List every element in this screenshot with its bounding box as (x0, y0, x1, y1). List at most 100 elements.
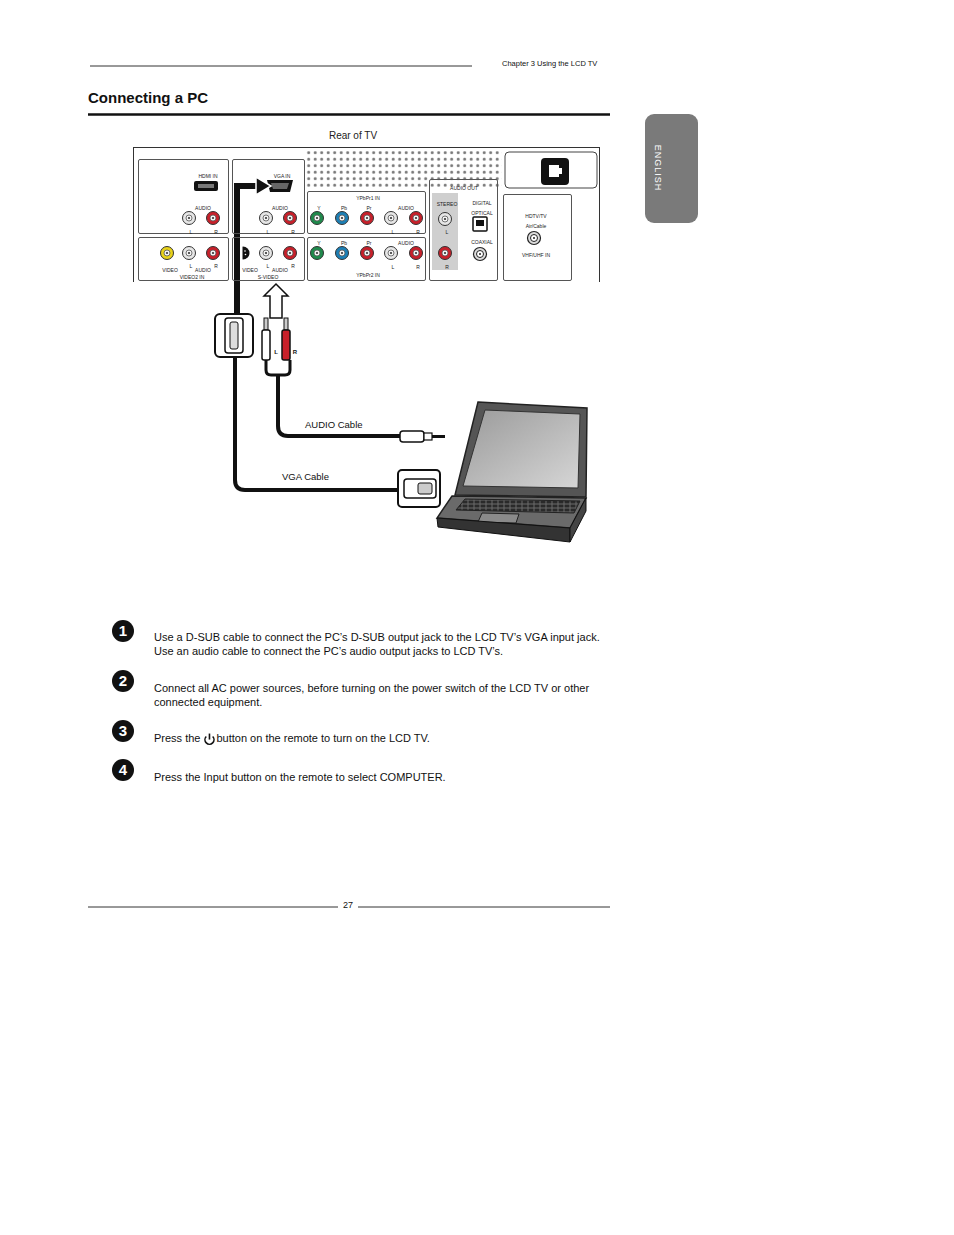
port-label: AUDIO (195, 268, 211, 273)
rca-jack (410, 212, 423, 225)
jack-panel: VIDEO AUDIOL R VIDEO2 IN (138, 237, 229, 281)
port-label: R (445, 265, 449, 270)
rca-jack (336, 212, 349, 225)
step-marker (112, 620, 134, 642)
rca-jack (439, 247, 452, 260)
step-number: 3 (119, 723, 127, 740)
rca-jack (410, 247, 423, 260)
step-text: Press the Input button on the remote to … (154, 770, 609, 784)
port-label: L (190, 264, 193, 269)
port-label: VIDEO (242, 268, 258, 273)
port-label: HDMI IN (198, 174, 217, 179)
step-text: Use a D-SUB cable to connect the PC’s D-… (154, 630, 609, 658)
port-label: Pb (341, 206, 347, 211)
port-label: Y (317, 206, 320, 211)
jack-panel: HDTV/TVAir/CableVHF/UHF IN (503, 194, 572, 281)
rca-jack (260, 247, 273, 260)
plug-tip-right (284, 318, 288, 330)
rca-jack (361, 212, 374, 225)
port-label: OPTICAL (471, 211, 492, 216)
vga-plug-pc-shell (404, 479, 436, 498)
port-label: Pr (367, 206, 372, 211)
footer-rule (88, 907, 338, 908)
laptop-keyboard (456, 499, 580, 513)
laptop-lid (455, 402, 587, 497)
tv-rear-ground (133, 147, 600, 282)
rca-jack (207, 212, 220, 225)
step-marker (112, 670, 134, 692)
jack-panel: YPbPr1 INYPbPrAUDIOLR (307, 191, 426, 234)
vga-plug-tv (215, 314, 253, 357)
rca-jack (284, 247, 297, 260)
vga-arrow (237, 186, 258, 316)
port-label: COAXIAL (471, 240, 493, 245)
jack-panel: HDMI INAUDIOLR (138, 159, 229, 234)
cable-label: VGA Cable (282, 472, 329, 482)
vga-plug-shell (225, 318, 243, 353)
step-number: 4 (119, 762, 127, 779)
vga-plug-pc-pins (418, 483, 432, 494)
rca-jack (207, 247, 220, 260)
step-text: Press the (154, 732, 200, 744)
vga-pins (271, 183, 289, 189)
jack-panel: VIDEOAUDIOLRS-VIDEO (232, 237, 305, 281)
rca-jack (336, 247, 349, 260)
port-label: VHF/UHF IN (522, 253, 550, 258)
port-label: VIDEO2 IN (180, 275, 205, 280)
port-label: STEREO (437, 202, 458, 207)
port-label: Pr (367, 241, 372, 246)
port-label: HDTV/TV (525, 214, 546, 219)
power-inlet-panel (505, 152, 597, 188)
rca-jack (439, 213, 452, 226)
footer-rule (358, 907, 610, 908)
stereo-strip (432, 193, 458, 270)
language-tab (645, 114, 698, 223)
rca-jack (284, 212, 297, 225)
tv-rear-panel: Rear of TVHDMI INAUDIOLRVGA INAUDIOLRYPb… (133, 147, 600, 282)
port-label: AUDIO (398, 206, 414, 211)
port-label: YPbPr2 IN (356, 273, 380, 278)
audio-cable-split (266, 360, 290, 375)
audio-plug-pc (400, 431, 424, 442)
panel-heading: Rear of TV (329, 131, 377, 141)
rca-jack (361, 247, 374, 260)
port-label: VIDEO (162, 268, 178, 273)
power-icon (205, 734, 214, 745)
hdmi-port (194, 181, 218, 191)
audio-arrow (264, 284, 288, 318)
vga-cable (235, 357, 398, 490)
optical-port (473, 217, 487, 231)
header-rule (90, 66, 472, 67)
port-label: AUDIO OUT (450, 186, 478, 191)
port-label: VGA IN (274, 174, 291, 179)
audio-cable (278, 375, 400, 436)
power-inlet-slot (549, 165, 562, 177)
jack-panel: YPbPrAUDIOLRYPbPr2 IN (307, 237, 426, 281)
port-label: L (267, 264, 270, 269)
vga-plug-pc (398, 470, 440, 507)
laptop-front (437, 518, 570, 542)
jack-panel: AUDIO OUTSTEREOLRDIGITALOPTICALCOAXIAL (429, 179, 498, 281)
power-inlet (541, 158, 569, 185)
port-label: YPbPr1 IN (356, 196, 380, 201)
running-header: Chapter 3 Using the LCD TV (502, 60, 597, 68)
port-label: R (214, 264, 218, 269)
laptop-side (570, 498, 586, 542)
vent-grille (306, 151, 502, 189)
optical-slot (476, 220, 484, 226)
port-label: R (291, 230, 295, 235)
step-number: 1 (119, 623, 127, 640)
coax-jack (528, 232, 541, 245)
port-label: AUDIO (398, 241, 414, 246)
port-label: DIGITAL (472, 201, 491, 206)
step-marker (112, 759, 134, 781)
port-label: R (291, 264, 295, 269)
rca-jack (161, 247, 174, 260)
plug-label: R (293, 349, 297, 356)
rca-jack (183, 212, 196, 225)
audio-plug-tip (432, 435, 445, 438)
port-label: L (267, 230, 270, 235)
hdmi-slot (198, 184, 214, 188)
vga-plug-pins (230, 322, 238, 349)
plug-tip-left (264, 318, 268, 330)
